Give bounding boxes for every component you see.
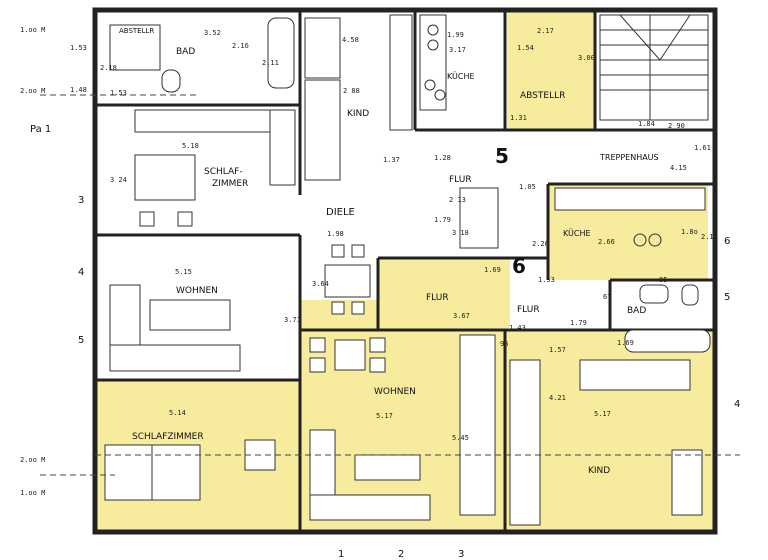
margin-mark: 2 bbox=[398, 549, 404, 560]
dim-label: 2.18 bbox=[100, 64, 117, 72]
dim-label: 3 18 bbox=[452, 229, 469, 237]
room-kueche-top: KÜCHE bbox=[447, 71, 475, 81]
dim-label: 2 90 bbox=[668, 122, 685, 130]
margin-mark: 4 bbox=[734, 399, 740, 410]
dim-label: 3.64 bbox=[312, 280, 329, 288]
unit-number-6: 6 bbox=[512, 254, 526, 278]
room-bad-top: BAD bbox=[176, 47, 195, 57]
margin-mark: 5 bbox=[78, 335, 84, 346]
dim-label: 1.53 bbox=[538, 276, 555, 284]
margin-mark: Pa 1 bbox=[30, 124, 51, 135]
margin-mark: 2.oo M bbox=[20, 87, 45, 95]
dim-label: 1.54 bbox=[517, 44, 534, 52]
room-schlafzimmer-top: SCHLAF- bbox=[204, 167, 243, 177]
dim-label: 4.58 bbox=[342, 36, 359, 44]
margin-mark: 6 bbox=[724, 236, 730, 247]
dim-label: 5.17 bbox=[594, 410, 611, 418]
dim-label: 2.14 bbox=[701, 233, 718, 241]
dim-label: 1.79 bbox=[570, 319, 587, 327]
outer-wall bbox=[92, 7, 718, 535]
margin-mark: 3 bbox=[78, 195, 84, 206]
room-schlafzimmer-top-2: ZIMMER bbox=[212, 179, 248, 189]
room-kind-bottom: KIND bbox=[588, 466, 610, 476]
dim-label: 2.17 bbox=[537, 27, 554, 35]
dim-label: 2.26 bbox=[532, 240, 549, 248]
abstellraum-highlight bbox=[507, 12, 595, 130]
dim-label: 5.15 bbox=[175, 268, 192, 276]
dim-label: 5.17 bbox=[376, 412, 393, 420]
room-abstell-small: ABSTELLR bbox=[119, 27, 154, 35]
furniture bbox=[104, 14, 711, 526]
dim-label: 1.43 bbox=[509, 324, 526, 332]
dim-label: 1.84 bbox=[638, 120, 655, 128]
margin-mark: 3 bbox=[458, 549, 464, 560]
room-treppenhaus: TREPPENHAUS bbox=[599, 153, 659, 162]
room-bad-right: BAD bbox=[627, 306, 646, 316]
dimension-labels: 3.52 2.16 2.11 1.53 1.53 2.18 1.48 4.58 … bbox=[70, 27, 718, 442]
dim-label: 5.45 bbox=[452, 434, 469, 442]
dim-label: 2.16 bbox=[232, 42, 249, 50]
room-abstellr-right: ABSTELLR bbox=[520, 91, 565, 101]
dim-label: 1.98 bbox=[327, 230, 344, 238]
room-flur-mid: FLUR bbox=[426, 293, 449, 303]
dim-label: 4.21 bbox=[549, 394, 566, 402]
room-kind-top: KIND bbox=[347, 109, 369, 119]
dim-label: 3.00 bbox=[578, 54, 595, 62]
dim-label: 1.48 bbox=[70, 86, 87, 94]
dim-label: 1.57 bbox=[549, 346, 566, 354]
dim-label: 1.31 bbox=[510, 114, 527, 122]
room-schlafzimmer-bottom: SCHLAFZIMMER bbox=[132, 432, 204, 442]
room-wohnen-left: WOHNEN bbox=[176, 286, 218, 296]
room-wohnen-bottom: WOHNEN bbox=[374, 387, 416, 397]
room-flur-right: FLUR bbox=[517, 305, 540, 315]
margin-mark: 2.oo M bbox=[20, 456, 45, 464]
dim-label: 3.52 bbox=[204, 29, 221, 37]
dim-label: 1.05 bbox=[519, 183, 536, 191]
dim-label: 67 bbox=[603, 293, 611, 301]
room-kueche-right: KÜCHE bbox=[563, 228, 591, 238]
dim-label: 1.37 bbox=[383, 156, 400, 164]
dim-label: 1.69 bbox=[484, 266, 501, 274]
dim-label: 1.99 bbox=[447, 31, 464, 39]
dim-label: 85 bbox=[659, 276, 667, 284]
margin-mark: 1 bbox=[338, 549, 344, 560]
margin-mark: 1.oo M bbox=[20, 489, 45, 497]
dim-label: 3.71 bbox=[284, 316, 301, 324]
unit-number-5: 5 bbox=[495, 144, 509, 168]
dim-label: 1.69 bbox=[617, 339, 634, 347]
dim-label: 1.61 bbox=[694, 144, 711, 152]
dim-label: 2 13 bbox=[449, 196, 466, 204]
margin-marks: 1.oo M 2.oo M 2.oo M 1.oo M 3 4 5 6 5 4 … bbox=[20, 26, 740, 560]
dim-label: 1.53 bbox=[110, 89, 127, 97]
dim-label: 5.18 bbox=[182, 142, 199, 150]
margin-mark: 5 bbox=[724, 292, 730, 303]
margin-mark: 4 bbox=[78, 267, 84, 278]
dim-label: 1.28 bbox=[434, 154, 451, 162]
dim-label: 2.11 bbox=[262, 59, 279, 67]
staircase-icon bbox=[599, 14, 709, 121]
dim-label: 1.53 bbox=[70, 44, 87, 52]
dim-label: 2.66 bbox=[598, 238, 615, 246]
room-flur-top: FLUR bbox=[449, 175, 472, 185]
interior-walls bbox=[95, 10, 715, 532]
dim-label: 1.79 bbox=[434, 216, 451, 224]
dim-label: 3.67 bbox=[453, 312, 470, 320]
margin-mark: 1.oo M bbox=[20, 26, 45, 34]
dim-label: 3.17 bbox=[449, 46, 466, 54]
dim-label: 5.14 bbox=[169, 409, 186, 417]
dim-label: 95 bbox=[500, 340, 508, 348]
dim-label: 3 24 bbox=[110, 176, 127, 184]
dim-label: 4.15 bbox=[670, 164, 687, 172]
dim-label: 1.8o bbox=[681, 228, 698, 236]
dim-label: 2 88 bbox=[343, 87, 360, 95]
room-diele: DIELE bbox=[326, 207, 355, 218]
